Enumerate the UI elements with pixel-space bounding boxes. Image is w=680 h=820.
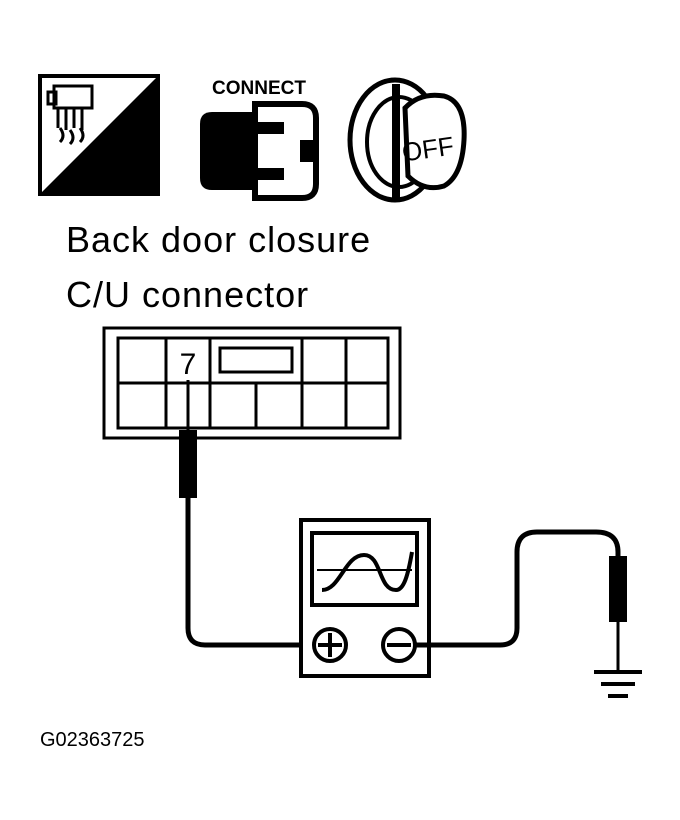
positive-probe-lead (179, 380, 312, 648)
connector-title-line1: Back door closure (66, 219, 371, 260)
ignition-key-off-icon: OFF (347, 77, 467, 203)
connector-block (102, 326, 402, 440)
connector-title-line2: C/U connector (66, 274, 309, 315)
ground-icon (594, 670, 642, 698)
oscilloscope-icon (299, 518, 431, 678)
hs-label: H.S. (89, 157, 159, 198)
negative-probe-lead (415, 529, 627, 672)
pin-label: 7 (180, 348, 197, 381)
key-off-label: OFF (400, 131, 456, 168)
connect-label: CONNECT (212, 78, 306, 99)
figure-code: G02363725 (40, 729, 145, 751)
connect-icon: CONNECT (200, 78, 319, 201)
harness-connector-icon: H.S. (38, 74, 160, 198)
